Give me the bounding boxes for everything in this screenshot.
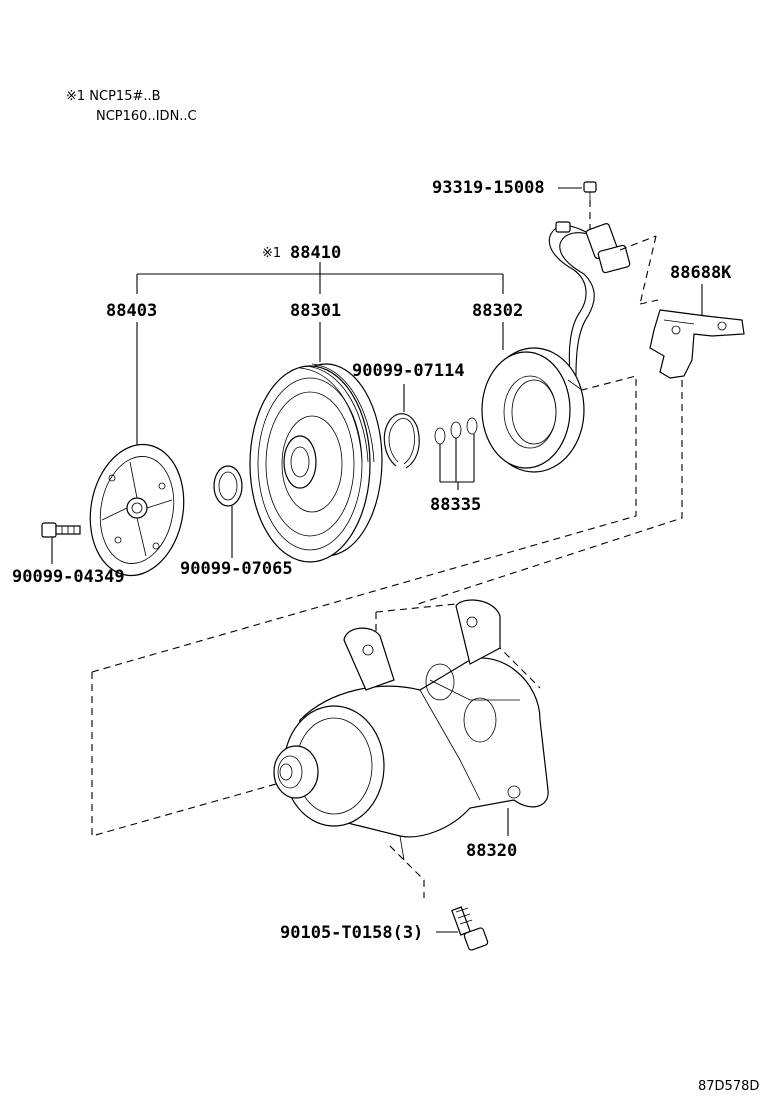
label-88410: 88410 [290, 243, 341, 263]
label-88688K: 88688K [670, 263, 732, 283]
sensor-dash-3 [639, 299, 659, 305]
pulley-88301-icon [249, 363, 383, 563]
label-88335: 88335 [430, 495, 481, 515]
label-88320: 88320 [466, 841, 517, 861]
label-90099-04349: 90099-04349 [12, 567, 125, 587]
note-line-1: ※1 NCP15#..B [66, 89, 161, 104]
label-90105-T0158: 90105-T0158(3) [280, 923, 423, 943]
sensor-dash-1 [619, 235, 657, 251]
dash-clutch-to-compressor [91, 375, 637, 673]
note-line-2: NCP160..IDN..C [96, 109, 197, 124]
dash-left-frame [91, 672, 277, 837]
label-88403: 88403 [106, 301, 157, 321]
snap-ring-90099-07114-icon [383, 413, 420, 469]
dash-bracket-to-compressor [417, 380, 683, 605]
dash-top-mount-2 [375, 603, 457, 613]
dash-right-mount [495, 643, 541, 689]
assembly-bracket-88410 [136, 262, 504, 294]
assembly-mark: ※1 [262, 246, 281, 261]
label-88301: 88301 [290, 301, 341, 321]
label-88302: 88302 [472, 301, 523, 321]
bolt-90105-T0158-icon [451, 906, 489, 951]
harness-sensor-icon [548, 221, 631, 377]
label-93319-15008: 93319-15008 [432, 178, 545, 198]
reference-code: 87D578D [698, 1079, 759, 1094]
label-90099-07065: 90099-07065 [180, 559, 293, 579]
label-90099-07114: 90099-07114 [352, 361, 465, 381]
shim-90099-07065-icon [213, 465, 243, 507]
bracket-88688K-icon [649, 309, 745, 379]
compressor-88320-icon [273, 599, 549, 861]
sensor-dash-2 [639, 235, 657, 305]
pressure-plate-88403-icon [89, 443, 185, 577]
leader-88335 [439, 434, 475, 490]
field-coil-88302-icon [481, 347, 585, 473]
bolt-90099-04349-icon [41, 522, 81, 538]
screw-93319-icon [583, 181, 597, 200]
dash-bolt [389, 845, 425, 898]
